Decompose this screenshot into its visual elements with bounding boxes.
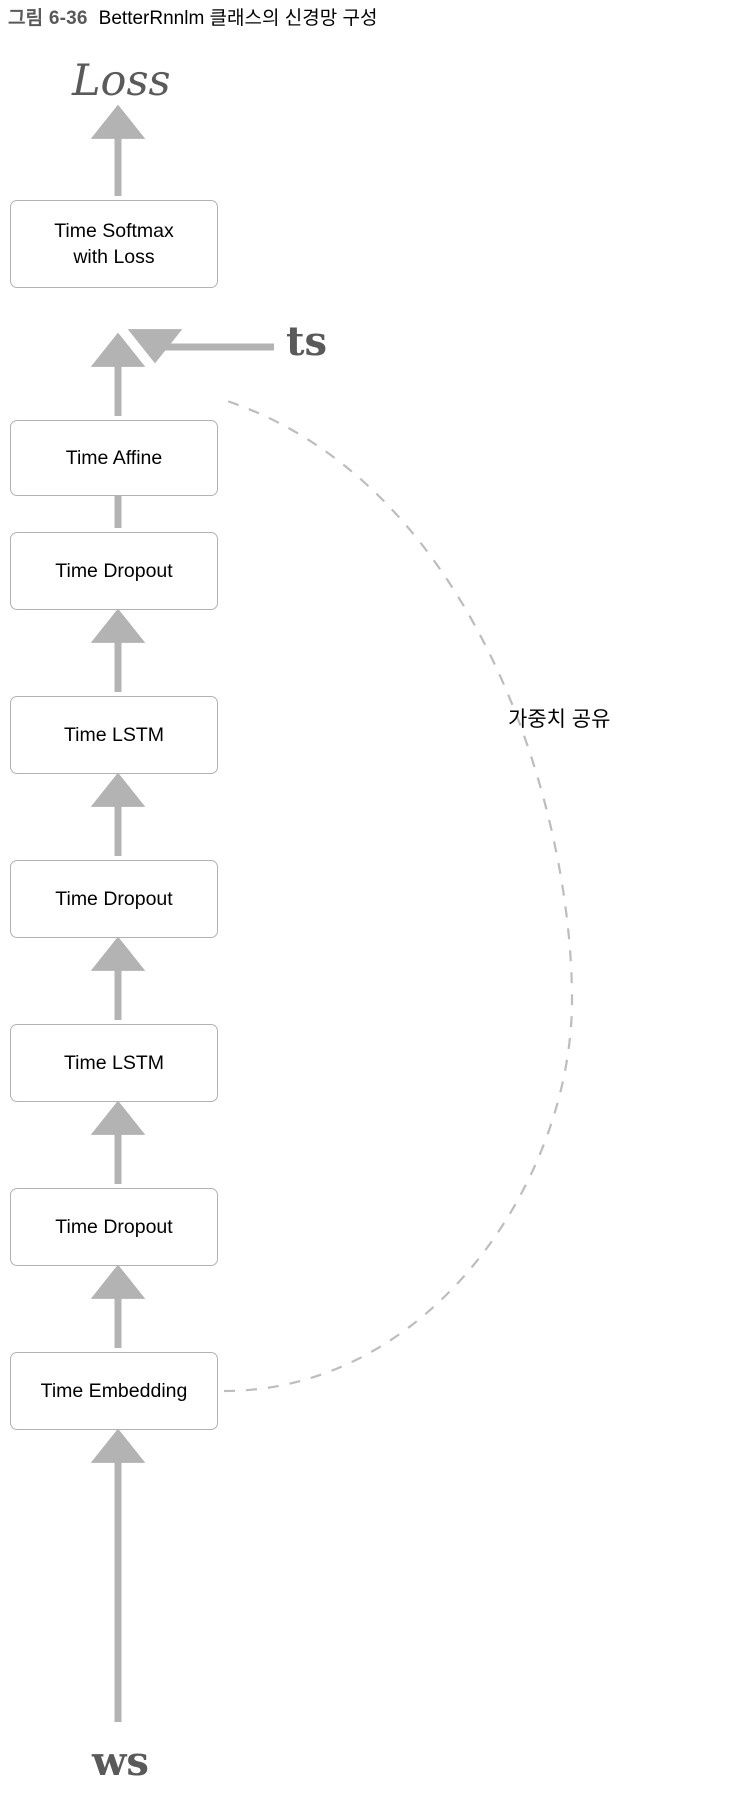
layer-box-time-embedding[interactable]: Time Embedding <box>10 1352 218 1430</box>
layer-label: Time Embedding <box>40 1380 188 1402</box>
layer-label: Time Softmax with Loss <box>54 220 174 268</box>
figure-title: BetterRnnlm 클래스의 신경망 구성 <box>98 8 378 29</box>
weight-sharing-label: 가중치 공유 <box>508 708 611 731</box>
layer-label: Time LSTM <box>63 724 165 746</box>
layer-label: Time Dropout <box>55 1216 173 1238</box>
figure-number: 그림 6-36 <box>8 8 88 29</box>
layer-box-time-lstm-1[interactable]: Time LSTM <box>10 1024 218 1102</box>
layer-box-time-dropout-1[interactable]: Time Dropout <box>10 1188 218 1266</box>
xs-input-label: ws <box>92 1738 149 1785</box>
layer-box-time-softmax-with-loss[interactable]: Time Softmax with Loss <box>10 200 218 288</box>
layer-box-time-affine[interactable]: Time Affine <box>10 420 218 496</box>
layer-label: Time Affine <box>65 447 163 469</box>
arrow-ts-to-time-softmax <box>127 329 274 364</box>
layer-label: Time Dropout <box>55 888 173 910</box>
ts-input-label: ts <box>286 318 327 365</box>
layer-box-time-dropout-3[interactable]: Time Dropout <box>10 532 218 610</box>
weight-sharing-dashed-curve <box>223 398 574 1393</box>
figure-caption: 그림 6-36 BetterRnnlm 클래스의 신경망 구성 <box>8 6 377 32</box>
loss-output-label: Loss <box>72 56 171 106</box>
layer-label: Time LSTM <box>63 1052 165 1074</box>
layer-box-time-dropout-2[interactable]: Time Dropout <box>10 860 218 938</box>
layer-label: Time Dropout <box>55 560 173 582</box>
layer-box-time-lstm-2[interactable]: Time LSTM <box>10 696 218 774</box>
